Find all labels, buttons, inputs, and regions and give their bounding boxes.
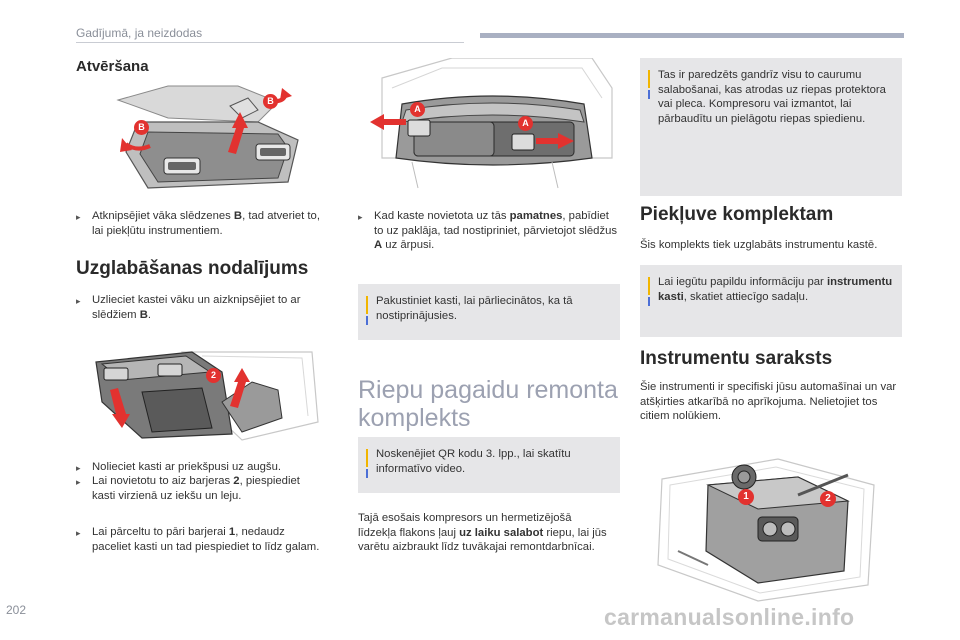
paragraph-kit-location: Šis komplekts tiek uzglabāts instrumentu… (640, 239, 878, 251)
heading-opening: Atvēršana (76, 58, 149, 75)
tip-box-repair-usage: Tas ir paredzēts gandrīz visu to caurumu… (640, 58, 902, 196)
bullet-tilt-box: ▸ Nolieciet kasti ar priekšpusi uz augšu… (76, 460, 326, 476)
bullet-secure-base: ▸ Kad kaste novietota uz tās pamatnes, p… (358, 210, 618, 251)
callout-a-left: A (410, 102, 425, 117)
callout-b-left: B (134, 120, 149, 135)
header-bar (480, 33, 904, 38)
watermark: carmanualsonline.info (604, 604, 855, 630)
header-rule (76, 42, 464, 43)
bullet-marker-icon: ▸ (358, 212, 363, 222)
tip-bar-blue (366, 469, 368, 478)
callout-a-right: A (518, 116, 533, 131)
tip-text: Lai iegūtu papildu informāciju par instr… (658, 276, 893, 303)
tip-text: Noskenējiet QR kodu 3. lpp., lai skatītu… (376, 448, 571, 475)
heading-tool-list: Instrumentu saraksts (640, 348, 833, 369)
tip-text: Tas ir paredzēts gandrīz visu to caurumu… (658, 69, 886, 125)
bullet-place-box: ▸ Lai novietotu to aiz barjeras 2, piesp… (76, 475, 300, 502)
callout-2: 2 (206, 368, 221, 383)
heading-repair-kit: Riepu pagaidu remonta komplekts (358, 376, 618, 432)
callout-b-right: B (263, 94, 278, 109)
tip-box-check-secure: Pakustiniet kasti, lai pārliecinātos, ka… (358, 284, 620, 340)
tip-bar-yellow (366, 449, 368, 467)
tip-bar-yellow (648, 70, 650, 88)
heading-kit-access: Piekļuve komplektam (640, 204, 834, 225)
bullet-marker-icon: ▸ (76, 528, 81, 538)
tip-bar-yellow (648, 277, 650, 295)
figure-toolbox-lid: B B (108, 82, 313, 192)
bullet-close-lid: ▸ Uzlieciet kastei vāku un aizknipsējiet… (76, 294, 301, 321)
figure-tool-kit: 1 2 (648, 455, 888, 603)
tip-box-toolbox-info: Lai iegūtu papildu informāciju par instr… (640, 265, 902, 337)
callout-1: 1 (738, 489, 754, 505)
tip-bar-blue (648, 297, 650, 306)
figure-toolbox-storage: 2 (82, 342, 322, 442)
paragraph-kit-description: Tajā esošais kompresors un hermetizējošā… (358, 512, 607, 553)
callout-2-kit: 2 (820, 491, 836, 507)
bullet-open-latches: ▸ Atknipsējiet vāka slēdzenes B, tad atv… (76, 210, 320, 237)
bullet-lift-box: ▸ Lai pārceltu to pāri barjerai 1, nedau… (76, 526, 320, 553)
tip-box-qr-video: Noskenējiet QR kodu 3. lpp., lai skatītu… (358, 437, 620, 493)
bullet-marker-icon: ▸ (76, 296, 81, 306)
tip-bar-blue (366, 316, 368, 325)
paragraph-tool-list: Šie instrumenti ir specifiski jūsu autom… (640, 381, 897, 422)
tip-text: Pakustiniet kasti, lai pārliecinātos, ka… (376, 295, 573, 322)
figure-toolbox-base: A A (362, 58, 620, 190)
tip-bar-blue (648, 90, 650, 99)
page-number: 202 (6, 603, 27, 617)
heading-storage: Uzglabāšanas nodalījums (76, 258, 309, 279)
running-header: Gadījumā, ja neizdodas (76, 26, 203, 40)
bullet-marker-icon: ▸ (76, 463, 81, 473)
bullet-marker-icon: ▸ (76, 212, 81, 222)
tip-bar-yellow (366, 296, 368, 314)
bullet-marker-icon: ▸ (76, 477, 81, 487)
